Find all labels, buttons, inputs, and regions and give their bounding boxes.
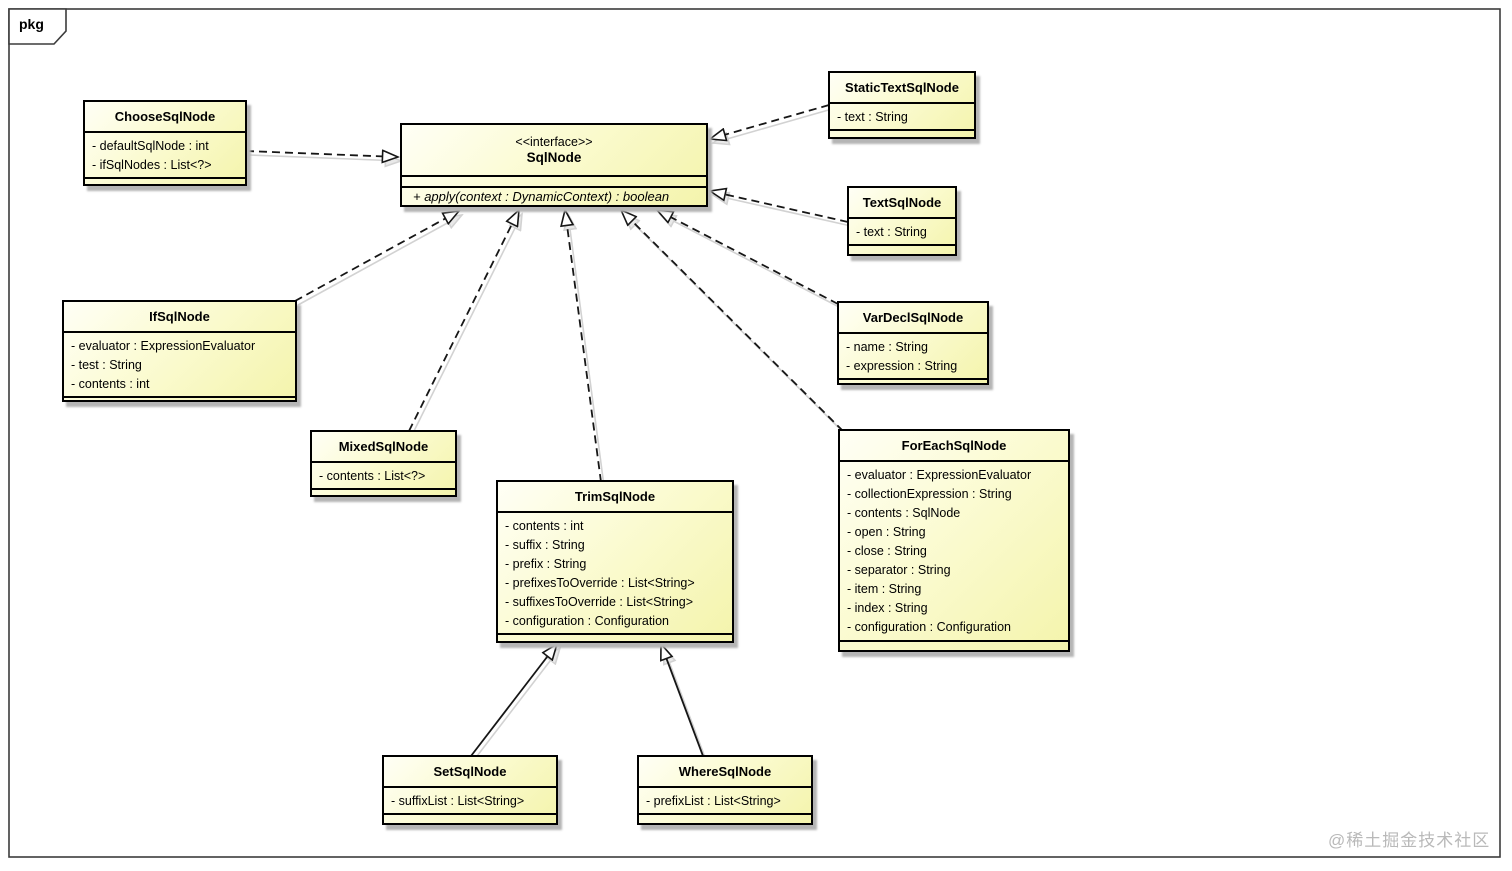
class-attributes: - text : String xyxy=(849,219,955,246)
edge-trimsqlnode-realization xyxy=(565,210,602,483)
class-attributes: - suffixList : List<String> xyxy=(384,788,556,815)
attribute: - configuration : Configuration xyxy=(505,614,669,628)
diagram-frame xyxy=(8,8,1501,858)
class-attributes: - evaluator : ExpressionEvaluator - coll… xyxy=(840,462,1068,642)
edge-statictextsqlnode-realization xyxy=(710,104,830,139)
attribute: - suffix : String xyxy=(505,538,585,552)
class-attributes: - prefixList : List<String> xyxy=(639,788,811,815)
edge-vardeclsqlnode-realization xyxy=(657,210,839,305)
class-operations-compartment xyxy=(384,815,556,823)
class-title: ChooseSqlNode xyxy=(85,102,245,133)
class-title: TextSqlNode xyxy=(849,188,955,219)
attribute: - configuration : Configuration xyxy=(847,620,1011,634)
class-title: TrimSqlNode xyxy=(498,482,732,513)
class-title: WhereSqlNode xyxy=(639,757,811,788)
class-operations-compartment xyxy=(639,815,811,823)
attribute: - expression : String xyxy=(846,359,958,373)
class-title: SetSqlNode xyxy=(384,757,556,788)
class-statictextsqlnode: StaticTextSqlNode - text : String xyxy=(828,71,976,139)
edge-setsqlnode-generalization xyxy=(470,644,557,757)
interface-attributes-compartment xyxy=(402,177,706,188)
attribute: - name : String xyxy=(846,340,928,354)
edge-shadows xyxy=(248,108,852,761)
package-tab xyxy=(8,8,67,45)
attribute: - text : String xyxy=(856,225,927,239)
class-ifsqlnode: IfSqlNode - evaluator : ExpressionEvalua… xyxy=(62,300,297,402)
class-title: IfSqlNode xyxy=(64,302,295,333)
edge-ifsqlnode-realization xyxy=(294,211,459,302)
interface-operation: + apply(context : DynamicContext) : bool… xyxy=(413,189,670,204)
class-attributes: - text : String xyxy=(830,104,974,131)
class-trimsqlnode: TrimSqlNode - contents : int - suffix : … xyxy=(496,480,734,643)
package-tab-label: pkg xyxy=(19,16,44,32)
attribute: - suffixList : List<String> xyxy=(391,794,525,808)
attribute: - text : String xyxy=(837,110,908,124)
class-attributes: - name : String - expression : String xyxy=(839,334,987,380)
class-vardeclsqlnode: VarDeclSqlNode - name : String - express… xyxy=(837,301,989,385)
attribute: - contents : int xyxy=(71,377,150,391)
interface-sqlnode: <<interface>> SqlNode + apply(context : … xyxy=(400,123,708,207)
attribute: - contents : int xyxy=(505,519,584,533)
class-attributes: - evaluator : ExpressionEvaluator - test… xyxy=(64,333,295,398)
class-wheresqlnode: WhereSqlNode - prefixList : List<String> xyxy=(637,755,813,825)
class-operations-compartment xyxy=(312,490,455,498)
edge-wheresqlnode-generalization xyxy=(661,644,704,757)
class-setsqlnode: SetSqlNode - suffixList : List<String> xyxy=(382,755,558,825)
edge-textsqlnode-realization xyxy=(710,191,849,223)
class-operations-compartment xyxy=(85,179,245,187)
attribute: - test : String xyxy=(71,358,142,372)
attribute: - defaultSqlNode : int xyxy=(92,139,209,153)
interface-name: SqlNode xyxy=(526,150,582,165)
attribute: - contents : List<?> xyxy=(319,469,426,483)
attribute: - open : String xyxy=(847,525,926,539)
class-title: VarDeclSqlNode xyxy=(839,303,987,334)
class-attributes: - defaultSqlNode : int - ifSqlNodes : Li… xyxy=(85,133,245,179)
class-title: StaticTextSqlNode xyxy=(830,73,974,104)
attribute: - prefixesToOverride : List<String> xyxy=(505,576,695,590)
class-title: ForEachSqlNode xyxy=(840,431,1068,462)
class-operations-compartment xyxy=(849,246,955,254)
class-choosesqlnode: ChooseSqlNode - defaultSqlNode : int - i… xyxy=(83,100,247,186)
attribute: - separator : String xyxy=(847,563,951,577)
attribute: - ifSqlNodes : List<?> xyxy=(92,158,212,172)
attribute: - item : String xyxy=(847,582,922,596)
interface-stereotype: <<interface>> xyxy=(515,135,593,149)
class-operations-compartment xyxy=(64,398,295,406)
attribute: - evaluator : ExpressionEvaluator xyxy=(71,339,256,353)
attribute: - collectionExpression : String xyxy=(847,487,1012,501)
attribute: - evaluator : ExpressionEvaluator xyxy=(847,468,1032,482)
attribute: - suffixesToOverride : List<String> xyxy=(505,595,694,609)
class-title: MixedSqlNode xyxy=(312,432,455,463)
class-textsqlnode: TextSqlNode - text : String xyxy=(847,186,957,256)
watermark-text: @稀土掘金技术社区 xyxy=(1328,831,1491,850)
class-foreachsqlnode: ForEachSqlNode - evaluator : ExpressionE… xyxy=(838,429,1070,652)
class-mixedsqlnode: MixedSqlNode - contents : List<?> xyxy=(310,430,457,497)
attribute: - contents : SqlNode xyxy=(847,506,961,520)
edge-mixedsqlnode-realization xyxy=(408,210,519,432)
class-operations-compartment xyxy=(840,642,1068,650)
class-attributes: - contents : List<?> xyxy=(312,463,455,490)
attribute: - close : String xyxy=(847,544,927,558)
class-operations-compartment xyxy=(830,131,974,139)
attribute: - prefix : String xyxy=(505,557,587,571)
class-attributes: - contents : int - suffix : String - pre… xyxy=(498,513,732,635)
class-operations-compartment xyxy=(498,635,732,643)
interface-title: <<interface>> SqlNode xyxy=(402,125,706,177)
attribute: - prefixList : List<String> xyxy=(646,794,781,808)
class-operations-compartment xyxy=(839,380,987,388)
edge-foreachsqlnode-realization xyxy=(621,210,844,432)
attribute: - index : String xyxy=(847,601,928,615)
